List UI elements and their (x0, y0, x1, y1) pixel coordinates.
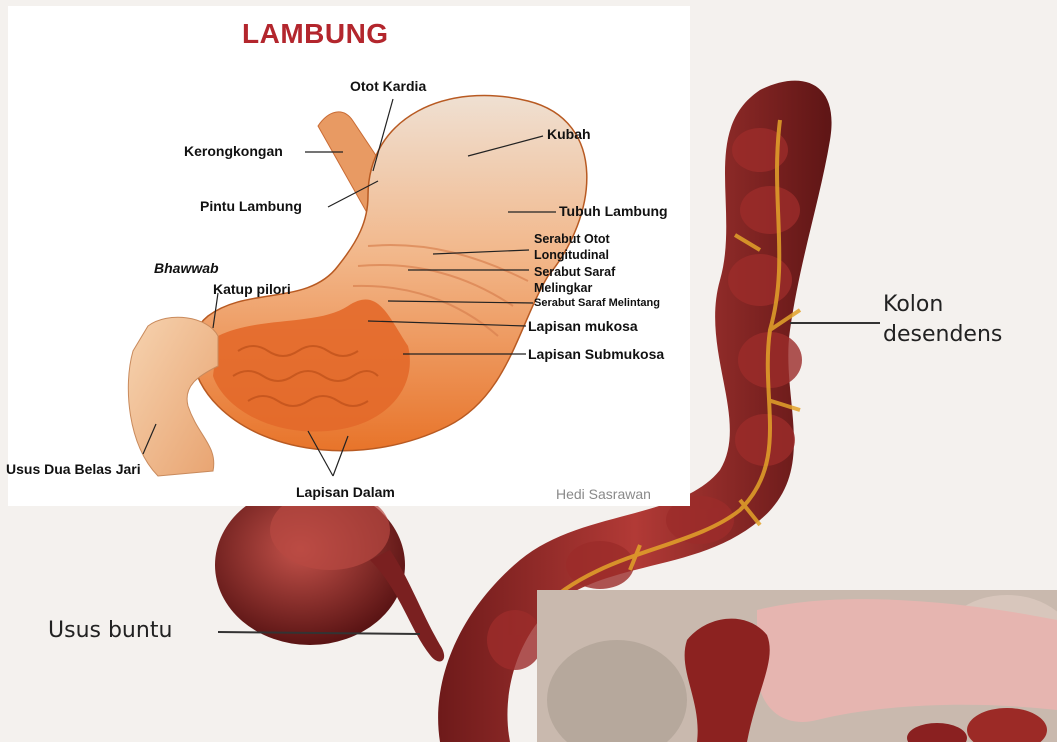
label-serabut-saraf: Serabut Saraf (534, 265, 615, 279)
inset-illustration (537, 590, 1057, 742)
label-lapisan-dalam: Lapisan Dalam (296, 484, 395, 500)
label-longitudinal: Longitudinal (534, 248, 609, 262)
label-kerongkongan: Kerongkongan (184, 143, 283, 159)
label-bhawwab: Bhawwab (154, 260, 219, 276)
inset-drawing (537, 590, 1057, 742)
label-katup-pilori: Katup pilori (213, 281, 291, 297)
desendens-label: desendens (883, 322, 1002, 347)
label-tubuh-lambung: Tubuh Lambung (559, 203, 668, 219)
inset-stomach (757, 599, 1057, 722)
label-otot-kardia: Otot Kardia (350, 78, 426, 94)
label-melingkar: Melingkar (534, 281, 592, 295)
label-kubah: Kubah (547, 126, 591, 142)
label-serabut-otot: Serabut Otot (534, 232, 610, 246)
label-lapisan-submukosa: Lapisan Submukosa (528, 346, 664, 362)
duodenum (128, 317, 218, 476)
label-serabut-saraf-melintang: Serabut Saraf Melintang (534, 297, 660, 309)
label-pintu-lambung: Pintu Lambung (200, 198, 302, 214)
label-lapisan-mukosa: Lapisan mukosa (528, 318, 638, 334)
label-usus-dua-belas-jari: Usus Dua Belas Jari (6, 461, 141, 477)
kolon-label: Kolon (883, 292, 943, 317)
stomach-diagram: LAMBUNG (8, 6, 690, 506)
usus-buntu-label: Usus buntu (48, 618, 172, 643)
image-credit: Hedi Sasrawan (556, 486, 651, 502)
